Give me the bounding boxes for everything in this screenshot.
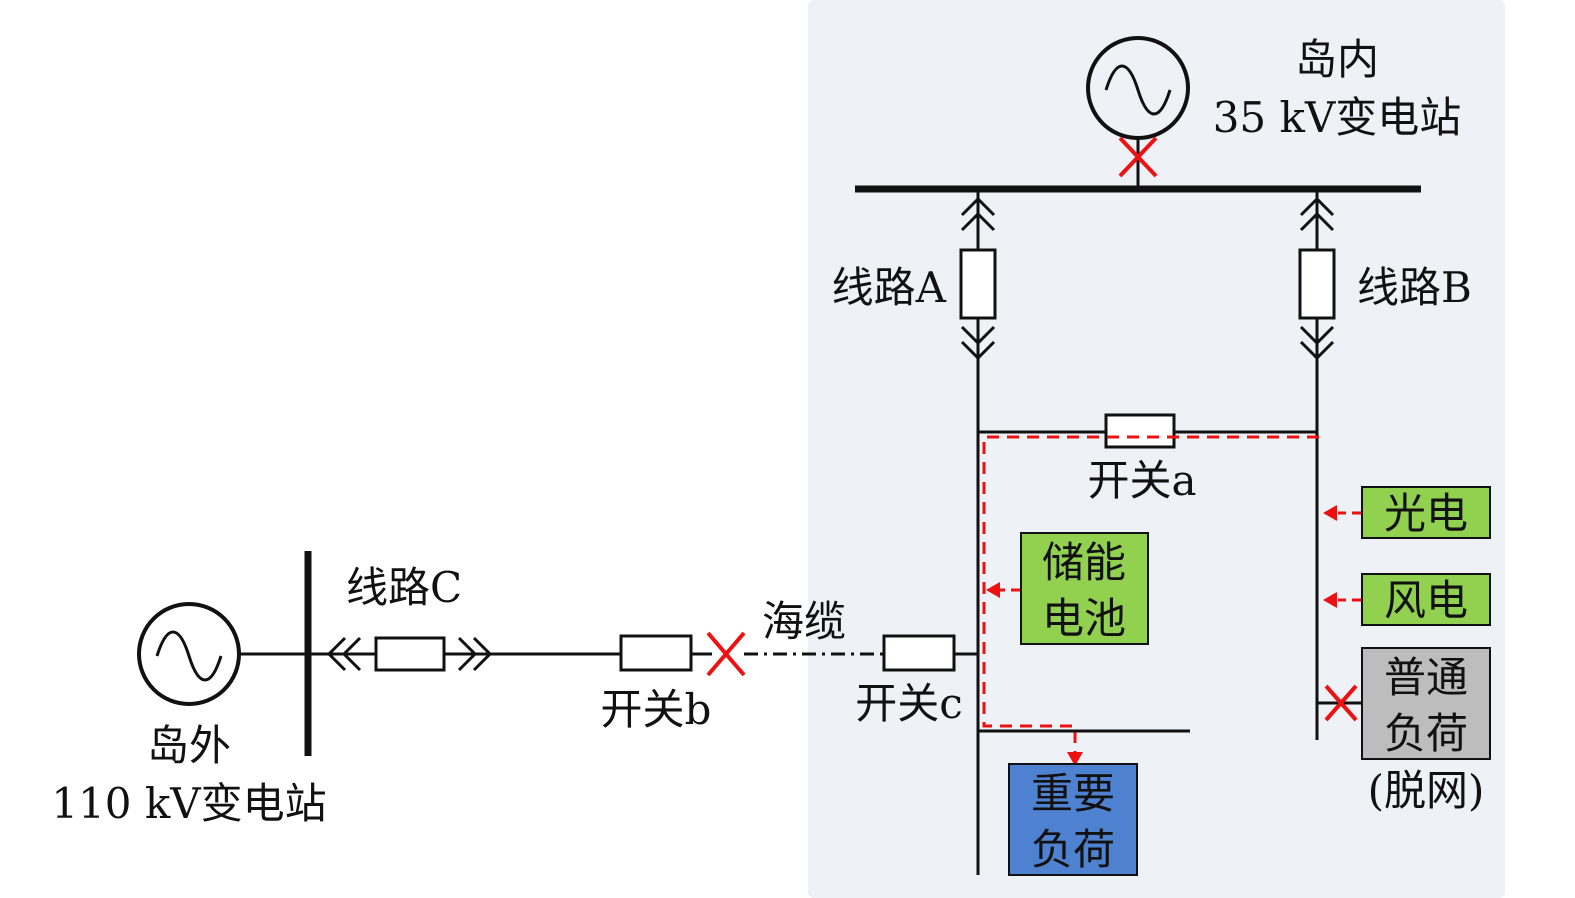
fault-mark-island-generator	[1118, 136, 1158, 178]
fault-mark-sea-cable	[706, 631, 746, 677]
switch-a-label: 开关a	[1087, 456, 1196, 505]
switch-b-label: 开关b	[601, 685, 712, 734]
offshore-generator-sine	[155, 630, 223, 682]
island-station-label-1: 岛内	[1295, 35, 1379, 84]
power-flow-path	[982, 435, 1319, 756]
island-region	[808, 0, 1505, 898]
line-c-label: 线路C	[346, 563, 462, 612]
pv-label: 光电	[1384, 489, 1468, 538]
fault-mark-normal-load	[1324, 684, 1358, 722]
wind-box	[1361, 573, 1491, 626]
switch-b	[619, 634, 693, 672]
normal-load-label-2: 负荷	[1384, 709, 1468, 758]
flow-arrow-critical-load	[1067, 752, 1083, 766]
offshore-station-label-1: 岛外	[147, 721, 231, 770]
normal-load-note: (脱网)	[1368, 766, 1485, 815]
normal-load-box	[1361, 647, 1491, 760]
sea-cable-label: 海缆	[762, 597, 846, 646]
flow-arrow-pv	[1323, 505, 1337, 521]
island-station-label-2: 35 kV变电站	[1213, 93, 1462, 142]
island-generator-sine	[1104, 64, 1172, 116]
critical-load-label-1: 重要	[1031, 769, 1115, 818]
pv-box	[1361, 486, 1491, 539]
line-b-label: 线路B	[1357, 263, 1472, 312]
switch-c	[882, 634, 956, 672]
flow-arrow-wind	[1323, 592, 1337, 608]
storage-label-2: 电池	[1042, 594, 1126, 643]
switch-a	[1104, 413, 1176, 449]
storage-label-1: 储能	[1042, 538, 1126, 587]
critical-load-box	[1008, 763, 1138, 876]
line-b	[1298, 189, 1336, 740]
wind-label: 风电	[1384, 576, 1468, 625]
line-a-label: 线路A	[832, 263, 947, 312]
line-c	[308, 636, 621, 672]
storage-battery-box	[1020, 532, 1149, 645]
offshore-station-label-2: 110 kV变电站	[51, 779, 326, 828]
switch-c-label: 开关c	[855, 679, 963, 728]
critical-load-label-2: 负荷	[1031, 825, 1115, 874]
normal-load-label-1: 普通	[1384, 653, 1468, 702]
line-a	[959, 189, 997, 875]
flow-arrow-storage	[986, 582, 1000, 598]
